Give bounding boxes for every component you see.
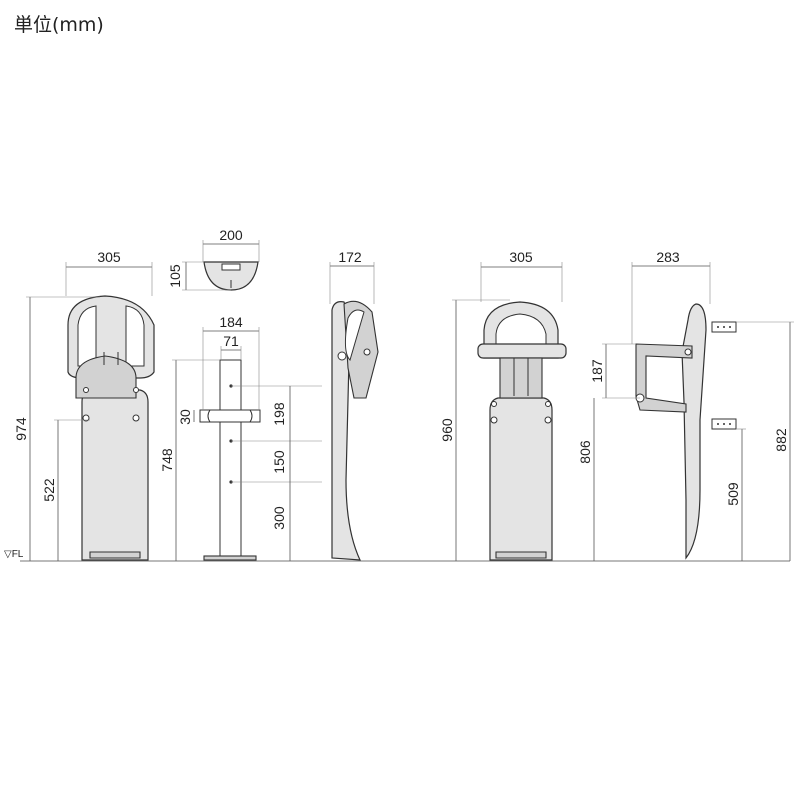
side-view-folded [331,300,379,561]
top-view [203,261,259,291]
pole-base [203,555,257,561]
dim-pole-spacing-2: 150 [271,450,287,474]
dim-side-depth: 172 [338,249,362,265]
pole-view [199,359,261,561]
dim-open-side-depth: 283 [656,249,680,265]
dim-front-height: 974 [13,417,29,441]
dim-open-bracket: 509 [725,482,741,506]
dim-pole-spacing-3: 300 [271,506,287,530]
dim-pole-spacing-1: 198 [271,402,287,426]
dim-open-arm: 187 [589,359,605,383]
pole [219,359,242,558]
top-shape [203,261,259,291]
dim-pole-width: 184 [219,314,243,330]
dim-front-seat-height: 522 [41,478,57,502]
front-view-open [477,301,567,561]
pole-plate [199,409,261,423]
unit-label: 単位(mm) [14,14,104,36]
dim-open-total: 882 [773,428,789,452]
dim-pole-height: 748 [159,448,175,472]
dim-open-lower: 806 [577,440,593,464]
dim-pole-holes: 71 [223,333,239,349]
open-armrest [477,343,567,359]
floor-label: ▽FL [4,549,24,560]
dim-top-width: 200 [219,227,243,243]
open-body [489,397,553,561]
dim-top-depth: 105 [167,264,183,288]
side-body [331,301,361,561]
open-side-body [681,303,707,560]
dim-open-height: 960 [439,418,455,442]
side-view-open [635,303,737,560]
dim-front-width: 305 [97,249,121,265]
front-view-folded [67,295,155,561]
dim-open-width: 305 [509,249,533,265]
dim-pole-plate: 30 [177,409,193,425]
